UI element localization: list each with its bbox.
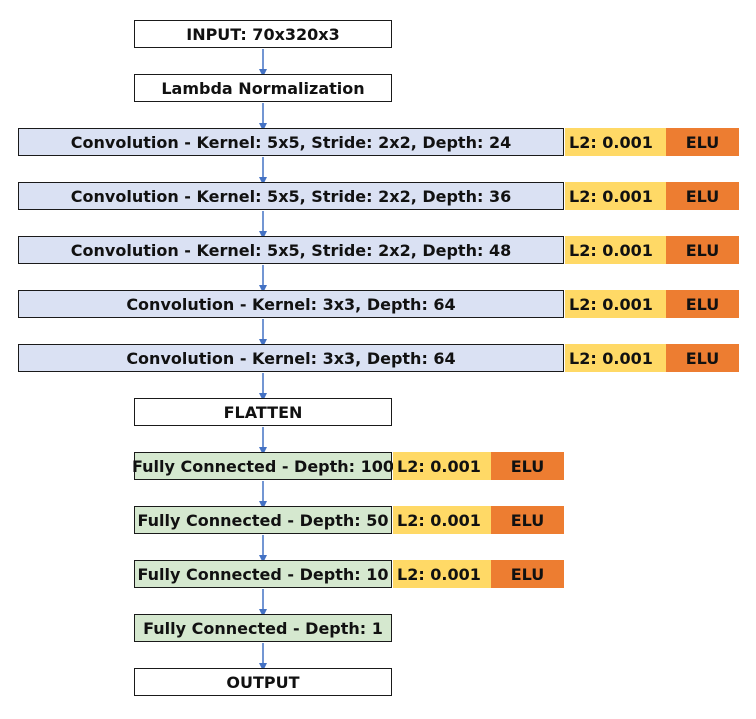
conv-layer-3: Convolution - Kernel: 5x5, Stride: 2x2, … — [18, 236, 564, 264]
fc-layer-4: Fully Connected - Depth: 1 — [134, 614, 392, 642]
lambda-normalization-layer: Lambda Normalization — [134, 74, 392, 102]
fc-layer-2: Fully Connected - Depth: 50 — [134, 506, 392, 534]
fc-layer-1-l2: L2: 0.001 — [393, 452, 491, 480]
conv-layer-2: Convolution - Kernel: 5x5, Stride: 2x2, … — [18, 182, 564, 210]
conv-layer-4-l2: L2: 0.001 — [565, 290, 666, 318]
conv-layer-5-l2: L2: 0.001 — [565, 344, 666, 372]
fc-layer-3-l2: L2: 0.001 — [393, 560, 491, 588]
conv-layer-3-l2: L2: 0.001 — [565, 236, 666, 264]
output-layer: OUTPUT — [134, 668, 392, 696]
fc-layer-3-activation: ELU — [491, 560, 564, 588]
fc-layer-2-activation: ELU — [491, 506, 564, 534]
fc-layer-2-l2: L2: 0.001 — [393, 506, 491, 534]
input-layer: INPUT: 70x320x3 — [134, 20, 392, 48]
conv-layer-1: Convolution - Kernel: 5x5, Stride: 2x2, … — [18, 128, 564, 156]
conv-layer-2-l2: L2: 0.001 — [565, 182, 666, 210]
conv-layer-4-activation: ELU — [666, 290, 739, 318]
fc-layer-1: Fully Connected - Depth: 100 — [132, 452, 394, 480]
conv-layer-5-activation: ELU — [666, 344, 739, 372]
conv-layer-2-activation: ELU — [666, 182, 739, 210]
fc-layer-3: Fully Connected - Depth: 10 — [134, 560, 392, 588]
conv-layer-3-activation: ELU — [666, 236, 739, 264]
conv-layer-5: Convolution - Kernel: 3x3, Depth: 64 — [18, 344, 564, 372]
conv-layer-4: Convolution - Kernel: 3x3, Depth: 64 — [18, 290, 564, 318]
conv-layer-1-l2: L2: 0.001 — [565, 128, 666, 156]
fc-layer-1-activation: ELU — [491, 452, 564, 480]
conv-layer-1-activation: ELU — [666, 128, 739, 156]
flatten-layer: FLATTEN — [134, 398, 392, 426]
